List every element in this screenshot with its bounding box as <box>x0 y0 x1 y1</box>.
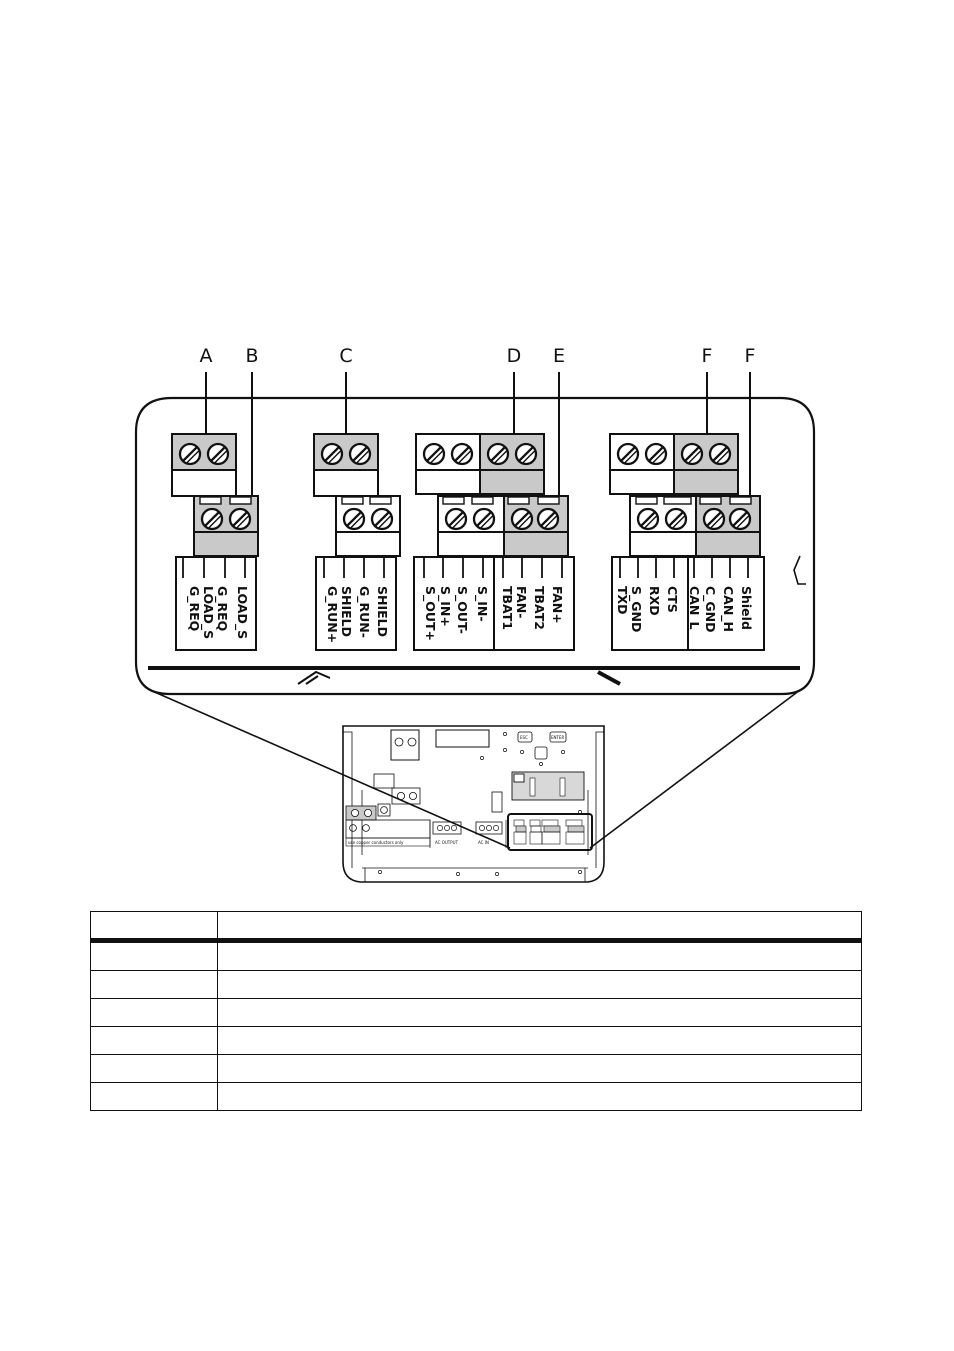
leader-lines <box>205 372 751 497</box>
callout-f2: F <box>745 345 756 367</box>
pin-label-shield-2: SHIELD <box>375 586 390 637</box>
connector-group-c <box>313 433 401 651</box>
pin-label-g-run-minus: G_RUN- <box>356 586 372 638</box>
pin-label-g-req-2: G_REQ <box>214 586 230 631</box>
inverter-ac-input-label: AC IN <box>478 840 489 845</box>
terminal-label-block-e <box>493 556 575 651</box>
inverter-enter-label: ENTER <box>551 735 564 740</box>
pin-label-cts: CTS <box>665 586 680 613</box>
table-row <box>90 940 862 971</box>
plug-f <box>673 433 739 495</box>
inverter-overview-labels: use copper conductors only AC OUTPUT AC … <box>348 735 564 845</box>
cell-position <box>90 1082 218 1111</box>
cell-description <box>217 970 862 999</box>
table-row <box>90 998 862 1027</box>
pin-label-s-in-minus: S_IN- <box>474 586 490 622</box>
inverter-dc-note: use copper conductors only <box>348 840 404 845</box>
inverter-ac-output-label: AC OUTPUT <box>435 840 459 845</box>
table-header-row <box>90 911 862 943</box>
pin-labels: G_REQ G_REQ LOAD_S LOAD_S G_RUN+ SHIELD … <box>186 586 754 643</box>
pin-label-txd: TXD <box>615 586 630 615</box>
magnified-panel-outline <box>134 396 816 696</box>
terminal-label-block-ab <box>175 556 257 651</box>
inverter-overview <box>342 725 605 883</box>
inverter-button-nav <box>534 746 548 760</box>
inverter-esc-label: ESC <box>520 735 528 740</box>
header-position <box>90 911 218 943</box>
connection-diagram: A B C D E F F <box>134 345 816 883</box>
pin-label-shield-3: Shield <box>739 586 754 630</box>
cell-position <box>90 1054 218 1083</box>
housing-clip <box>793 555 806 585</box>
table-row <box>90 1054 862 1083</box>
pin-label-tbat2: TBAT2 <box>532 586 547 630</box>
cell-description <box>217 998 862 1027</box>
pin-label-tbat1: TBAT1 <box>500 586 515 630</box>
connector-group-ab <box>171 433 259 651</box>
pin-label-g-run-plus: G_RUN+ <box>324 586 340 643</box>
plug-f-left <box>609 433 675 495</box>
terminal-label-block-c <box>315 556 397 651</box>
plug-d-left <box>415 433 481 495</box>
pin-label-fan-plus: FAN+ <box>550 586 565 624</box>
callout-b: B <box>245 345 258 367</box>
cell-position <box>90 998 218 1027</box>
inverter-button-esc <box>517 731 533 743</box>
table-row <box>90 1026 862 1055</box>
callout-f1: F <box>702 345 713 367</box>
callout-a: A <box>200 345 213 367</box>
pin-label-can-h: CAN_H <box>720 586 736 632</box>
table-row <box>90 1082 862 1111</box>
housing-notch-left <box>297 670 331 685</box>
pin-label-g-req-1: G_REQ <box>186 586 202 631</box>
callout-labels: A B C D E F F <box>200 345 756 367</box>
inverter-housing <box>342 725 605 883</box>
pin-label-rxd: RXD <box>647 586 662 616</box>
pin-label-load-s-1: LOAD_S <box>200 586 216 639</box>
table-row <box>90 970 862 999</box>
cell-description <box>217 1082 862 1111</box>
inverter-comm-terminal-area <box>507 813 593 851</box>
connector-group-f <box>609 433 765 651</box>
connector-group-de <box>413 433 575 651</box>
inverter-button-enter <box>549 731 567 743</box>
cell-description <box>217 1054 862 1083</box>
cell-position <box>90 940 218 971</box>
legend-table <box>90 911 862 1111</box>
pin-label-s-out-plus: S_OUT+ <box>422 586 438 641</box>
header-description <box>217 911 862 943</box>
callout-d: D <box>507 345 522 367</box>
plug-d <box>479 433 545 495</box>
callout-e: E <box>553 345 565 367</box>
pin-ticks <box>182 557 749 578</box>
pin-label-fan-minus: FAN- <box>514 586 529 618</box>
pin-label-s-out-minus: S_OUT- <box>454 586 470 634</box>
magnification-lines <box>149 689 801 849</box>
pin-label-c-gnd: C_GND <box>702 586 718 633</box>
pin-label-s-gnd: S_GND <box>628 586 644 632</box>
pin-label-s-in-plus: S_IN+ <box>437 586 453 627</box>
terminal-label-block-f-right <box>687 556 765 651</box>
cell-position <box>90 1026 218 1055</box>
pin-label-load-s-2: LOAD_S <box>234 586 250 639</box>
terminal-label-block-f-left <box>611 556 689 651</box>
pin-label-shield-1: SHIELD <box>339 586 354 637</box>
cell-description <box>217 1026 862 1055</box>
housing-notch-right <box>597 670 621 686</box>
inverter-display <box>435 729 490 748</box>
cell-description <box>217 940 862 971</box>
callout-c: C <box>339 345 352 367</box>
pin-label-can-l: CAN_L <box>686 586 702 630</box>
cell-position <box>90 970 218 999</box>
terminal-label-block-d <box>413 556 495 651</box>
